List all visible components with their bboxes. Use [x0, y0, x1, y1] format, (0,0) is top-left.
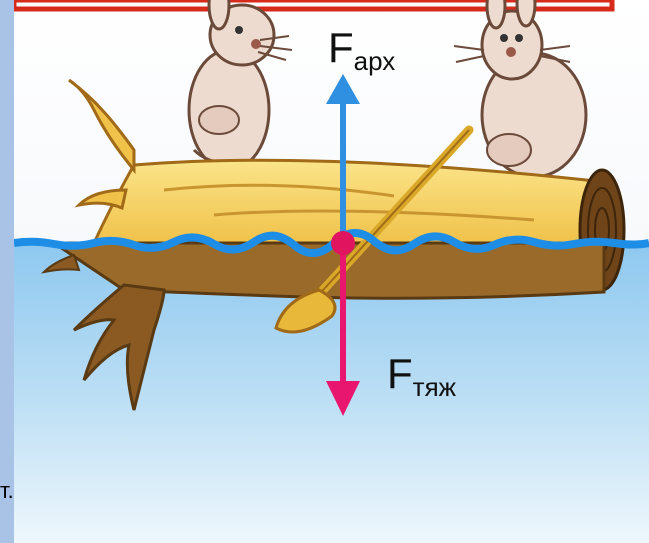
buoyancy-illustration: Fарх Fтяж	[14, 0, 649, 543]
center-point	[331, 231, 355, 255]
cutoff-text: т.	[0, 478, 14, 504]
left-margin-strip	[0, 0, 14, 543]
illustration-frame: Fарх Fтяж	[14, 0, 649, 543]
